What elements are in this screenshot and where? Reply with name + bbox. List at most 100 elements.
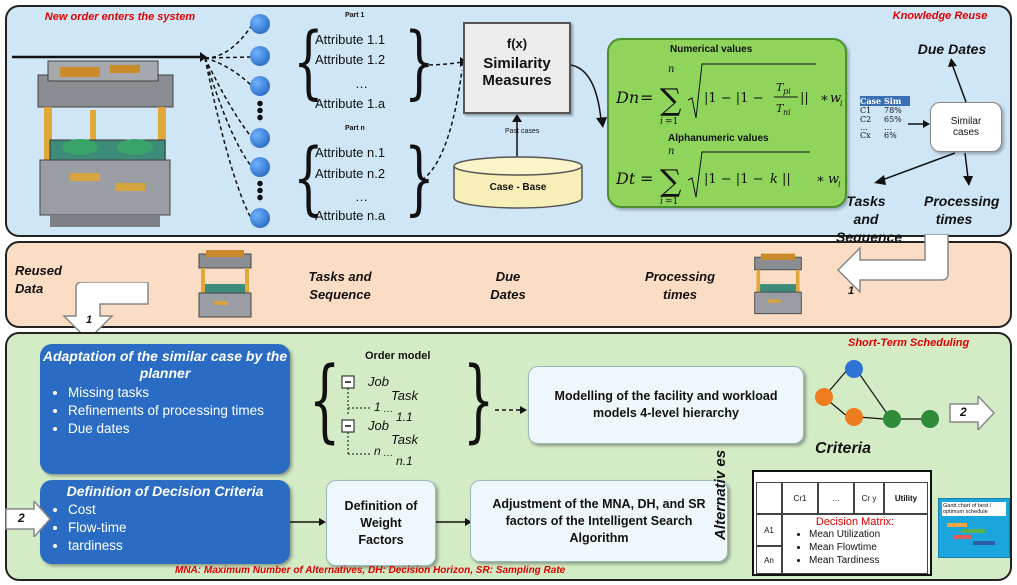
attribute-1-a: Attribute 1.a: [315, 96, 386, 111]
modelling-box: Modelling of the facility and workload m…: [528, 366, 804, 444]
similarity-line2: Measures: [482, 72, 552, 89]
modelling-text: Modelling of the facility and workload m…: [554, 389, 778, 420]
similar-cases-output-arrows: [874, 58, 973, 186]
reused-data-label: Reused Data: [15, 263, 62, 296]
svg-text:∗: ∗: [816, 172, 825, 187]
svg-text:∑: ∑: [660, 83, 682, 118]
weight-factors-box: Definition of Weight Factors: [326, 480, 436, 566]
svg-text:=: =: [640, 169, 653, 188]
tree-task-n: Task: [391, 432, 418, 447]
right-brace-partn: }: [404, 131, 435, 224]
adjustment-text: Adjustment of the MNA, DH, and SR factor…: [492, 496, 706, 545]
criteria-label: Criteria: [815, 440, 872, 457]
order-model-right-brace: }: [462, 348, 495, 453]
svg-text:||: ||: [782, 172, 791, 187]
decision-criteria-item: tardiness: [68, 537, 290, 555]
table-to-similar-cases-arrow: [908, 120, 930, 128]
criteria-input-arrow-number: 2: [18, 511, 25, 525]
short-term-scheduling-title: Short-Term Scheduling: [848, 337, 970, 349]
similar-cases-label: Similar cases: [950, 116, 982, 138]
svg-text:n: n: [668, 146, 674, 157]
to-criteria-arrow: [949, 396, 996, 430]
svg-text:T: T: [776, 81, 785, 94]
matrix-corner-cell: [756, 482, 782, 514]
decision-matrix-item: Mean Utilization: [809, 528, 927, 541]
feedback-arrow-right: [836, 234, 949, 294]
attribute-node: [250, 46, 270, 66]
tree-task-1-1: 1.1: [396, 410, 413, 424]
adjustment-box: Adjustment of the MNA, DH, and SR factor…: [470, 480, 728, 562]
case-sim: 78%: [884, 106, 902, 115]
tree-ellipsis-n: …: [383, 448, 393, 459]
partn-label: Part n: [345, 125, 365, 132]
case-base-cylinder: [453, 156, 583, 209]
formula-box: [607, 38, 847, 208]
matrix-header-cell: Cr y: [854, 482, 884, 514]
tree-task-n-1: n.1: [396, 454, 413, 468]
decision-criteria-box: Definition of Decision Criteria Cost Flo…: [40, 480, 290, 564]
order-model-label: Order model: [365, 350, 431, 362]
attribute-node: [250, 14, 270, 34]
svg-text:k: k: [770, 172, 778, 187]
svg-text:Dn: Dn: [615, 88, 639, 107]
attribute-n-a: Attribute n.a: [315, 208, 386, 223]
matrix-row-label: An: [756, 546, 782, 574]
to-criteria-arrow-number: 2: [960, 405, 967, 419]
vertical-ellipsis: [257, 100, 263, 122]
alphanumeric-values-title: Alphanumeric values: [668, 133, 769, 144]
footnote: MNA: Maximum Number of Alternatives, DH:…: [175, 565, 566, 576]
similarity-line1: Similarity: [483, 55, 551, 72]
attribute-1-ellipsis: …: [355, 76, 368, 91]
decision-matrix-title: Decision Matrix:: [815, 516, 895, 528]
decision-matrix-item: Mean Tardiness: [809, 554, 927, 567]
svg-text:|1 − |1 −: |1 − |1 −: [704, 172, 763, 187]
svg-text:||: ||: [800, 91, 809, 106]
case-id: C2: [860, 115, 872, 124]
gantt-chart-thumbnail: Gantt chart of best / optimum schedule: [938, 498, 1010, 558]
matrix-header-cell: …: [818, 482, 854, 514]
svg-text:w: w: [828, 172, 839, 187]
mold-image-small: [752, 250, 804, 320]
decision-matrix-content: Decision Matrix: Mean Utilization Mean F…: [782, 514, 928, 574]
fx-label: f(x): [506, 36, 528, 51]
case-sim: …: [884, 123, 892, 132]
tree-task-n-index: n: [374, 444, 381, 458]
matrix-header-cell: Utility: [884, 482, 928, 514]
svg-text:|1 − |1 −: |1 − |1 −: [704, 91, 763, 106]
decision-criteria-item: Cost: [68, 501, 290, 519]
weight-factors-text: Definition of Weight Factors: [344, 498, 418, 547]
due-dates-label: Due Dates: [490, 269, 526, 302]
fan-out-connectors: [204, 24, 253, 221]
case-base-label: Case - Base: [489, 182, 547, 193]
tree-job-1: Job: [368, 374, 389, 389]
adaptation-title: Adaptation of the similar case by the pl…: [42, 348, 288, 381]
svg-text:∗: ∗: [820, 91, 829, 106]
past-cases-arrow: [512, 114, 522, 159]
adaptation-item: Refinements of processing times: [68, 402, 290, 420]
left-brace-partn: {: [293, 131, 324, 224]
svg-text:i: i: [660, 197, 663, 207]
mold-image: [30, 55, 180, 230]
feedback-arrow-number: 1: [848, 285, 855, 297]
matrix-row-label: A1: [756, 514, 782, 546]
order-model-tree: [341, 375, 370, 455]
attribute-1-1: Attribute 1.1: [315, 32, 386, 47]
svg-text:pi: pi: [783, 87, 791, 96]
decision-criteria-title: Definition of Decision Criteria: [66, 483, 264, 499]
svg-text:∑: ∑: [660, 164, 682, 199]
svg-text:i: i: [840, 99, 843, 108]
processing-times-label: Processing times: [644, 269, 716, 302]
similarity-to-formula-arrow: [571, 64, 607, 128]
case-table-header: Case: [860, 96, 882, 106]
case-id: C1: [860, 106, 872, 115]
part1-label: Part 1: [345, 12, 365, 19]
weights-to-adjustment-arrow: [436, 518, 472, 526]
svg-text:i: i: [660, 117, 663, 127]
attribute-n-2: Attribute n.2: [315, 166, 386, 181]
right-brace-part1: }: [404, 15, 435, 108]
adaptation-item: Missing tasks: [68, 384, 290, 402]
attribute-node: [250, 128, 270, 148]
order-to-modelling-arrow: [495, 406, 527, 414]
alphanumeric-formula: Dt = ∑ n i=1 |1 − |1 − k || ∗ wi: [615, 146, 841, 207]
